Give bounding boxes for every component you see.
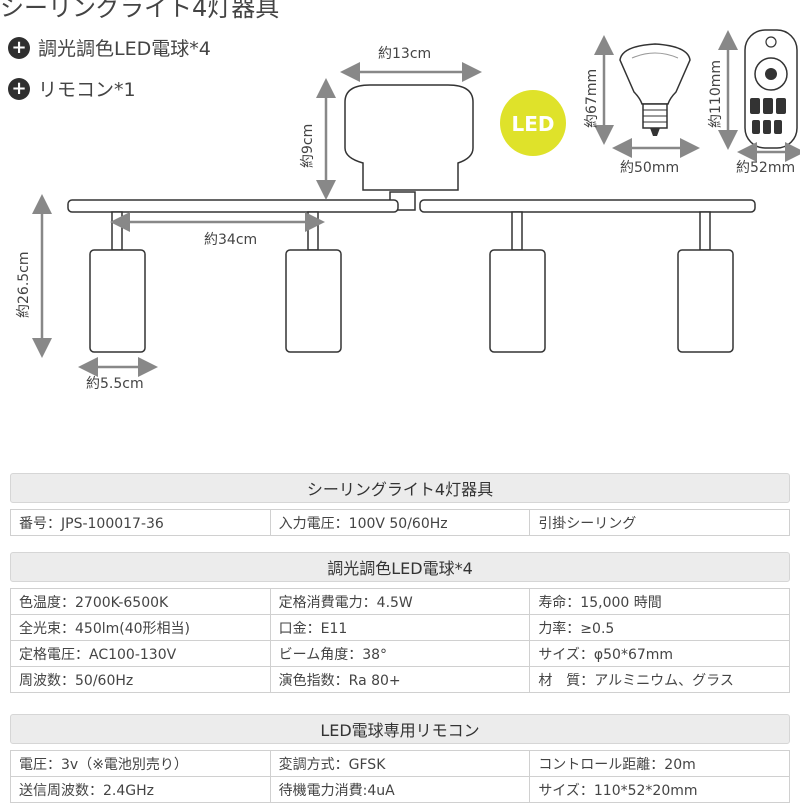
spec-cell: 周波数：50/60Hz <box>10 666 271 693</box>
spec-cell: 力率：≥0.5 <box>529 614 790 641</box>
spec-cell: サイズ：φ50*67mm <box>529 640 790 667</box>
left-arm <box>67 199 399 213</box>
included-item-label: リモコン*1 <box>38 79 136 101</box>
spot-shade-4 <box>677 211 734 353</box>
included-item-bulbs: + 調光調色LED電球*4 <box>8 34 211 61</box>
included-item-remote: + リモコン*1 <box>8 75 136 102</box>
plus-icon: + <box>8 36 30 59</box>
spec-cell: 色温度：2700K-6500K <box>10 588 271 615</box>
dim-bulb-height: 約67mm <box>584 69 600 128</box>
spec-table: 色温度：2700K-6500K 定格消費電力：4.5W 寿命：15,000 時間… <box>10 588 790 693</box>
dim-shade-width: 約5.5cm <box>86 376 144 392</box>
dim-remote-height: 約110mm <box>708 60 724 128</box>
spec-table: 番号：JPS-100017-36 入力電圧：100V 50/60Hz 引掛シーリ… <box>10 509 790 536</box>
table-row: 送信周波数：2.4GHz 待機電力消費:4uA サイズ：110*52*20mm <box>10 776 790 803</box>
table-row: 番号：JPS-100017-36 入力電圧：100V 50/60Hz 引掛シーリ… <box>10 509 790 536</box>
spec-cell: 定格消費電力：4.5W <box>269 588 531 615</box>
dim-top-height: 約9cm <box>300 124 316 168</box>
table-row: 電圧：3v（※電池別売り） 変調方式：GFSK コントロール距離：20m <box>10 750 790 777</box>
spec-table: 電圧：3v（※電池別売り） 変調方式：GFSK コントロール距離：20m 送信周… <box>10 750 790 803</box>
spec-section-bulb: 調光調色LED電球*4 色温度：2700K-6500K 定格消費電力：4.5W … <box>10 552 790 693</box>
spec-cell: 口金：E11 <box>269 614 531 641</box>
spec-cell: 定格電圧：AC100-130V <box>10 640 271 667</box>
led-badge <box>500 90 566 156</box>
product-title: シーリングライト4灯器具 <box>0 0 280 22</box>
led-badge-text: LED <box>511 112 554 136</box>
dim-total-height: 約26.5cm <box>16 251 32 318</box>
spec-cell: コントロール距離：20m <box>529 750 790 777</box>
right-arm <box>419 199 756 213</box>
dim-remote-width: 約52mm <box>736 160 795 176</box>
spec-cell: ビーム角度：38° <box>269 640 531 667</box>
spec-cell: 電圧：3v（※電池別売り） <box>10 750 271 777</box>
spec-cell: 引掛シーリング <box>529 509 790 536</box>
canopy-shape <box>344 84 474 191</box>
spec-section-remote: LED電球専用リモコン 電圧：3v（※電池別売り） 変調方式：GFSK コントロ… <box>10 714 790 803</box>
spec-cell: 変調方式：GFSK <box>269 750 531 777</box>
spot-shade-3 <box>489 211 546 353</box>
dim-bulb-width: 約50mm <box>620 160 679 176</box>
spec-cell: 番号：JPS-100017-36 <box>10 509 271 536</box>
table-row: 定格電圧：AC100-130V ビーム角度：38° サイズ：φ50*67mm <box>10 640 790 667</box>
spot-shade-2 <box>285 211 342 353</box>
spec-cell: 寿命：15,000 時間 <box>529 588 790 615</box>
spec-section-title: シーリングライト4灯器具 <box>10 473 790 503</box>
dim-arm-length: 約34cm <box>204 232 257 248</box>
product-dimension-diagram: 約13cm 約9cm 約34cm 約26.5cm 約5.5cm LED 約67m… <box>16 29 800 392</box>
spot-shade-1 <box>89 211 146 353</box>
table-row: 周波数：50/60Hz 演色指数：Ra 80+ 材 質：アルミニウム、グラス <box>10 666 790 693</box>
spec-cell: 待機電力消費:4uA <box>269 776 531 803</box>
spec-cell: 入力電圧：100V 50/60Hz <box>269 509 531 536</box>
spec-section-title: 調光調色LED電球*4 <box>10 552 790 582</box>
led-bulb-illustration <box>619 43 691 136</box>
table-row: 色温度：2700K-6500K 定格消費電力：4.5W 寿命：15,000 時間 <box>10 588 790 615</box>
included-item-label: 調光調色LED電球*4 <box>38 38 211 60</box>
table-row: 全光束：450lm(40形相当) 口金：E11 力率：≥0.5 <box>10 614 790 641</box>
spec-cell: 送信周波数：2.4GHz <box>10 776 271 803</box>
plus-icon: + <box>8 77 30 100</box>
spec-section-fixture: シーリングライト4灯器具 番号：JPS-100017-36 入力電圧：100V … <box>10 473 790 536</box>
spec-cell: 材 質：アルミニウム、グラス <box>529 666 790 693</box>
spec-cell: 演色指数：Ra 80+ <box>269 666 531 693</box>
spec-cell: サイズ：110*52*20mm <box>529 776 790 803</box>
spec-cell: 全光束：450lm(40形相当) <box>10 614 271 641</box>
remote-control-illustration <box>744 29 798 149</box>
dim-top-width: 約13cm <box>378 46 431 62</box>
spec-section-title: LED電球専用リモコン <box>10 714 790 744</box>
